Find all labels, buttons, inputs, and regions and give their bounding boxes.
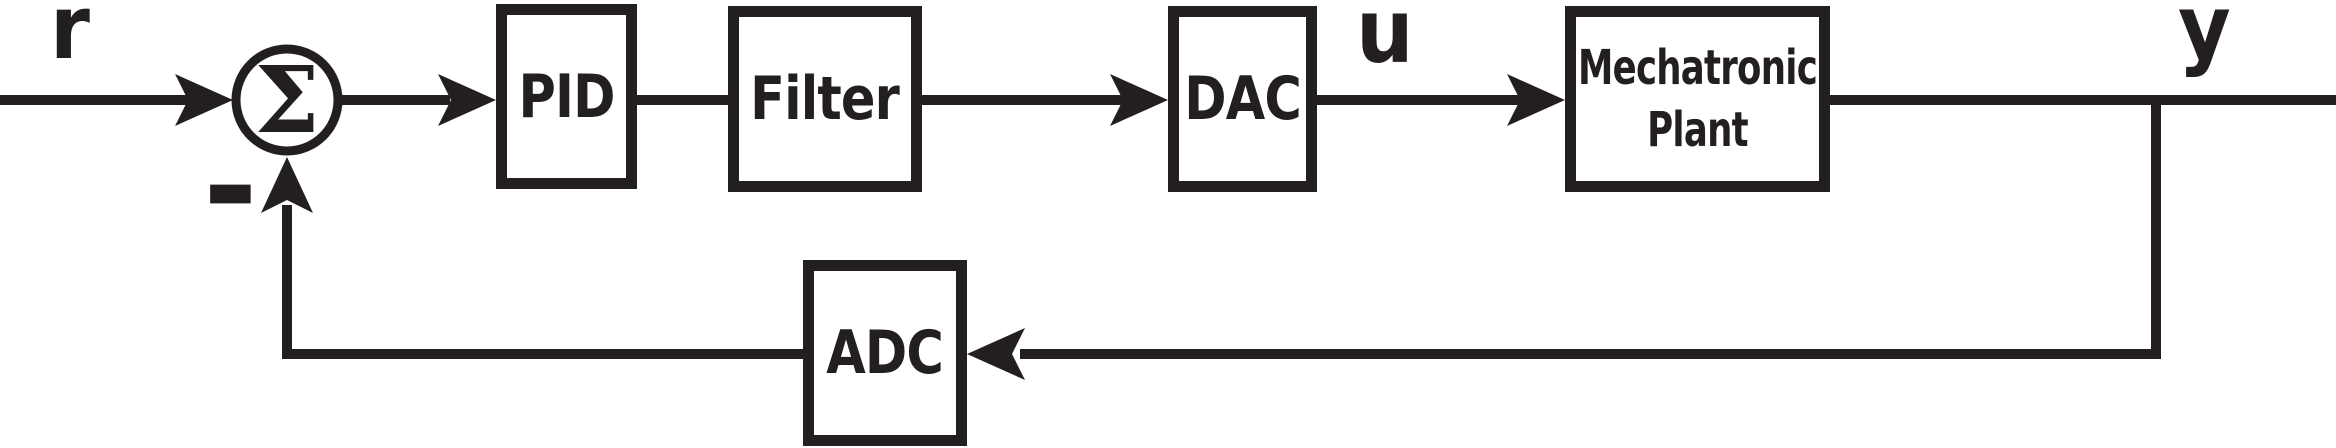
arrowhead-into-plant bbox=[1507, 74, 1565, 126]
block-mechatronic-plant: Mechatronic Plant bbox=[1565, 6, 1830, 192]
block-dac: DAC bbox=[1168, 6, 1317, 192]
signal-label-y: y bbox=[2178, 0, 2231, 79]
arrowhead-into-junction-left bbox=[175, 74, 233, 126]
wire-feedback-branch-down bbox=[1020, 100, 2161, 359]
block-pid-label: PID bbox=[518, 61, 615, 132]
block-mechatronic-plant-label: Mechatronic Plant bbox=[1577, 39, 1818, 158]
arrowhead-into-adc bbox=[967, 328, 1025, 380]
block-adc-label: ADC bbox=[826, 318, 945, 388]
wire-adc-to-junction bbox=[282, 205, 803, 359]
arrowhead-into-pid bbox=[438, 74, 496, 126]
block-filter-label: Filter bbox=[750, 64, 901, 134]
arrowhead-into-junction-bottom bbox=[261, 157, 313, 213]
block-pid: PID bbox=[496, 4, 637, 189]
block-filter: Filter bbox=[728, 6, 922, 192]
summing-junction-circle bbox=[231, 44, 343, 156]
feedback-minus-sign: - bbox=[203, 110, 258, 264]
signal-label-r: r bbox=[50, 0, 90, 79]
signal-label-u: u bbox=[1356, 0, 1414, 83]
summing-junction-symbol: Σ bbox=[254, 46, 320, 154]
block-adc: ADC bbox=[803, 260, 967, 446]
block-dac-label: DAC bbox=[1184, 64, 1302, 134]
arrowhead-into-dac bbox=[1110, 74, 1168, 126]
